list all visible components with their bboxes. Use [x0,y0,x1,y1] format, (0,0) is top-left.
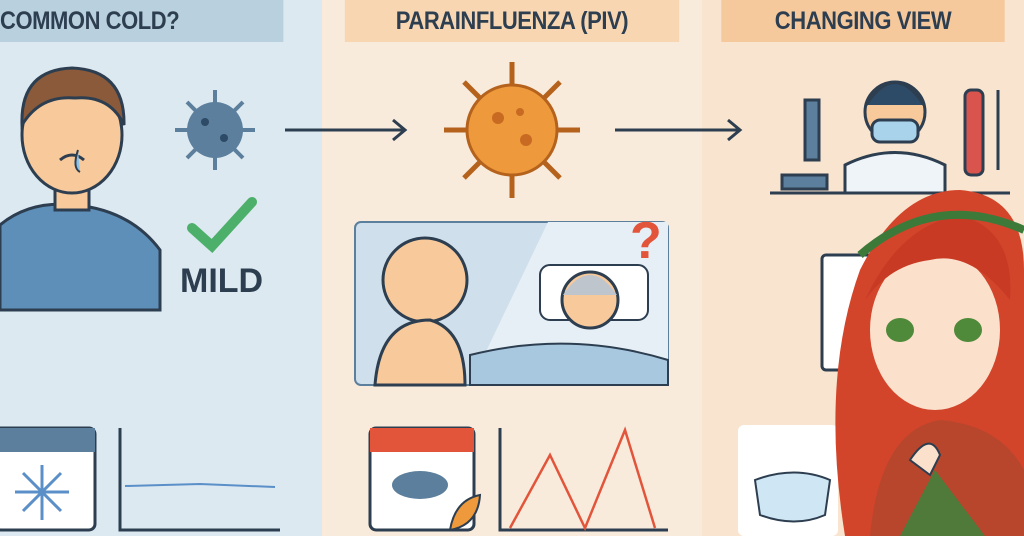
question-mark-icon: ? [630,212,662,270]
face-mask-icon [738,425,838,536]
sick-person-icon [0,66,162,312]
virus-blue-icon [175,90,255,170]
column-title: COMMON COLD? [0,0,284,42]
checkmark-icon [187,197,257,254]
spike-trend-chart [498,426,668,532]
calendar-snowflake-icon [0,426,97,532]
arrow-right-icon [285,118,408,142]
flat-trend-chart [118,428,280,532]
baby-and-elder-panel [354,221,669,387]
lab-scientist-icon [770,80,1010,195]
column-title: CHANGING VIEW [721,0,1005,42]
calendar-rain-icon [368,426,482,532]
mild-label: MILD [180,262,264,300]
column-title: PARAINFLUENZA (PIV) [344,0,680,42]
virus-orange-icon [444,62,580,198]
thinking-character-illustration [835,190,1024,536]
arrow-right-icon [615,118,743,142]
